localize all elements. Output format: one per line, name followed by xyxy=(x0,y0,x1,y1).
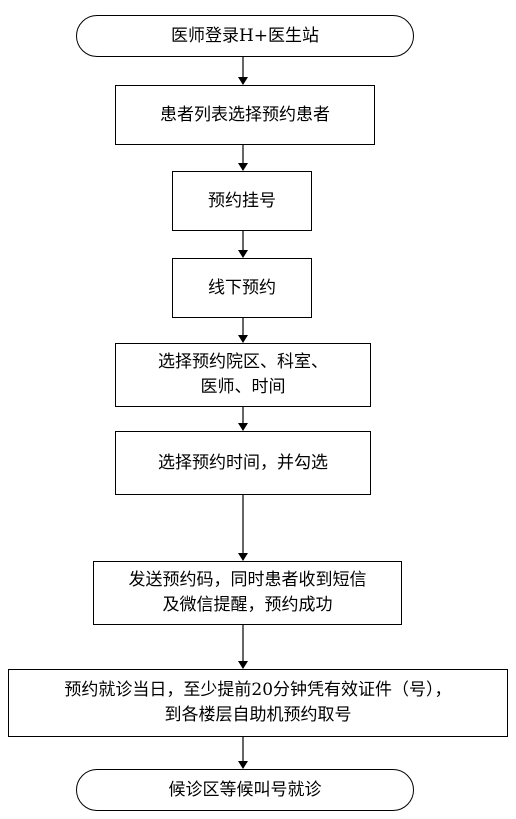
visit-day-label: 预约就诊当日，至少提前20分钟凭有效证件（号）， 到各楼层自助机预约取号 xyxy=(64,680,452,725)
start-label: 医师登录H+医生站 xyxy=(170,25,320,46)
select-campus-step: 选择预约院区、科室、 医师、时间 xyxy=(115,343,371,407)
end-label: 候诊区等候叫号就诊 xyxy=(168,779,322,800)
booking-step: 预约挂号 xyxy=(172,171,312,231)
send-code-label: 发送预约码，同时患者收到短信 及微信提醒，预约成功 xyxy=(128,570,367,615)
select-time-label: 选择预约时间，并勾选 xyxy=(158,452,328,473)
send-code-step: 发送预约码，同时患者收到短信 及微信提醒，预约成功 xyxy=(93,561,402,625)
select-patient-step: 患者列表选择预约患者 xyxy=(115,85,375,145)
visit-day-step: 预约就诊当日，至少提前20分钟凭有效证件（号）， 到各楼层自助机预约取号 xyxy=(8,669,508,737)
select-patient-label: 患者列表选择预约患者 xyxy=(160,104,330,125)
offline-booking-label: 线下预约 xyxy=(208,277,276,298)
select-time-step: 选择预约时间，并勾选 xyxy=(115,431,371,495)
offline-booking-step: 线下预约 xyxy=(172,258,312,318)
end-terminal: 候诊区等候叫号就诊 xyxy=(76,769,414,811)
select-campus-label: 选择预约院区、科室、 医师、时间 xyxy=(158,352,328,397)
start-terminal: 医师登录H+医生站 xyxy=(76,15,414,57)
booking-label: 预约挂号 xyxy=(208,190,276,211)
